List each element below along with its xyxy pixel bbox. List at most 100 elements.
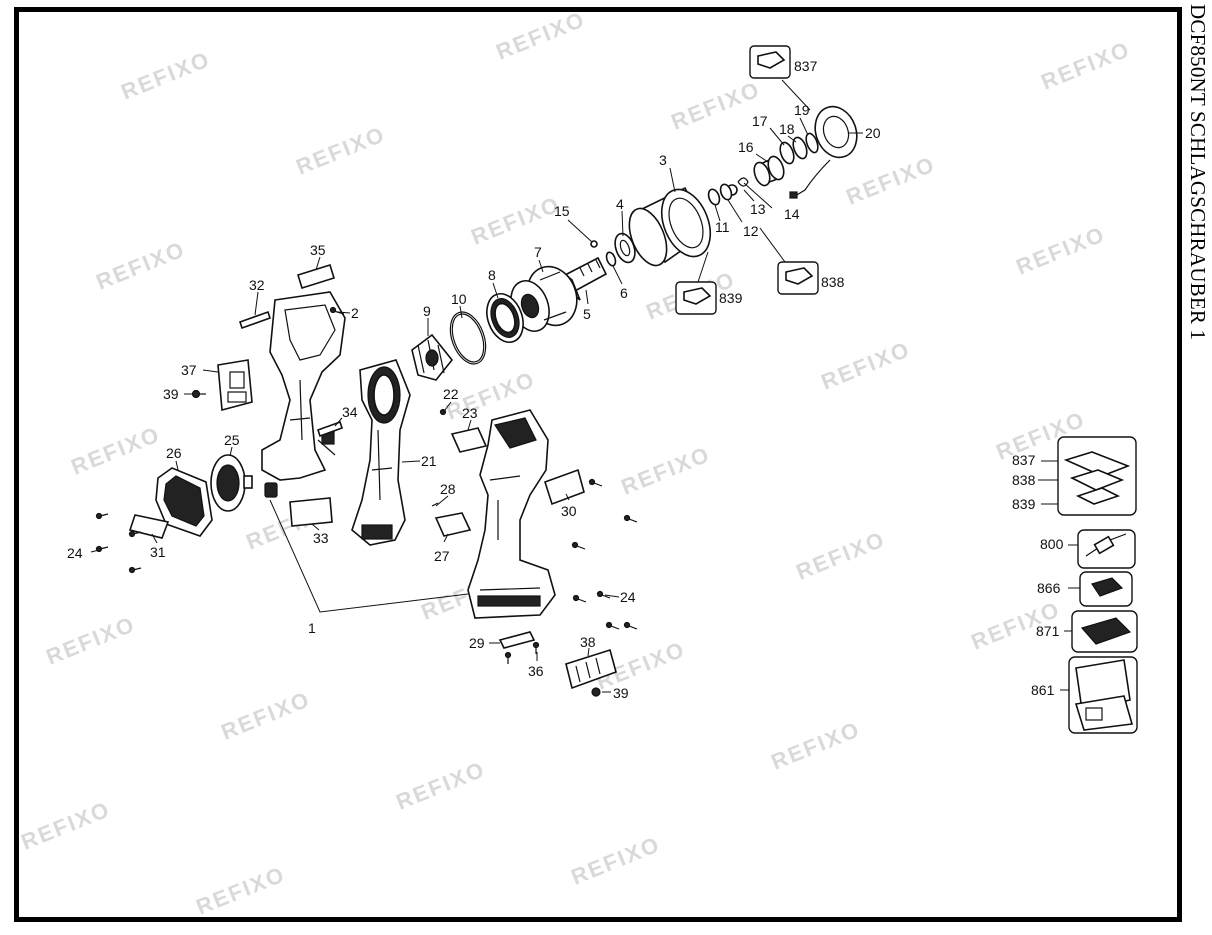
watermark: REFIXO: [843, 151, 939, 209]
label-35: 35: [310, 242, 326, 258]
watermark: REFIXO: [1038, 36, 1134, 94]
part-39-screw: [191, 389, 206, 399]
label-838-kit: 838: [1012, 472, 1036, 488]
watermark: REFIXO: [43, 611, 139, 669]
label-22: 22: [443, 386, 459, 402]
label-839: 839: [719, 290, 743, 306]
label-838: 838: [821, 274, 845, 290]
watermark: REFIXO: [568, 831, 664, 889]
label-25: 25: [224, 432, 240, 448]
part-4-washer: [614, 232, 636, 264]
accessory-866-box: [1068, 571, 1133, 607]
kit-837-box: [749, 45, 791, 79]
watermark: REFIXO: [18, 796, 114, 854]
label-34: 34: [342, 404, 358, 420]
label-20: 20: [865, 125, 881, 141]
label-837: 837: [794, 58, 818, 74]
part-32-strip: [238, 310, 272, 330]
part-6-ring: [605, 251, 617, 267]
label-13: 13: [750, 201, 766, 217]
part-37-belt-clip: [217, 359, 253, 412]
watermark: REFIXO: [293, 121, 389, 179]
part-11-washer: [707, 188, 721, 206]
part-15-ball: [590, 240, 598, 248]
part-27-board: [434, 512, 472, 537]
label-9: 9: [423, 303, 431, 319]
part-25-fan: [210, 454, 253, 512]
label-839-kit: 839: [1012, 496, 1036, 512]
label-26: 26: [166, 445, 182, 461]
label-23: 23: [462, 405, 478, 421]
leader-lines: [90, 79, 863, 693]
label-15: 15: [554, 203, 570, 219]
label-17: 17: [752, 113, 768, 129]
label-36: 36: [528, 663, 544, 679]
kit-839-box: [675, 281, 717, 315]
label-1: 1: [308, 620, 316, 636]
watermark: REFIXO: [468, 191, 564, 249]
label-6: 6: [620, 285, 628, 301]
label-21: 21: [421, 453, 437, 469]
part-28-spring: [431, 502, 439, 507]
watermarks: REFIXO REFIXO REFIXO REFIXO REFIXO REFIX…: [18, 6, 1134, 919]
screws-right: [504, 478, 638, 664]
kit-838-box: [777, 261, 819, 295]
accessory-861-box: [1060, 656, 1138, 734]
part-33-label: [289, 497, 333, 527]
screws-left: [95, 512, 142, 574]
label-800: 800: [1040, 536, 1064, 552]
accessory-kit-837-839: [1038, 436, 1137, 516]
part-35-label: [297, 263, 335, 290]
part-8-ring-gear: [486, 292, 524, 344]
label-38: 38: [580, 634, 596, 650]
part-9-motor-cap: [411, 333, 454, 381]
label-3: 3: [659, 152, 667, 168]
label-39-top: 39: [163, 386, 179, 402]
part-23-switch: [450, 427, 488, 453]
label-18: 18: [779, 121, 795, 137]
part-26-end-cap: [155, 467, 213, 537]
part-18-ring: [792, 136, 808, 160]
part-22-screw: [439, 408, 447, 416]
label-2: 2: [351, 305, 359, 321]
label-871: 871: [1036, 623, 1060, 639]
part-14-clip: [737, 177, 749, 187]
label-37: 37: [181, 362, 197, 378]
label-27: 27: [434, 548, 450, 564]
label-28: 28: [440, 481, 456, 497]
part-20-collar: [789, 105, 858, 199]
watermark: REFIXO: [193, 861, 289, 919]
label-32: 32: [249, 277, 265, 293]
part-10-oring: [449, 311, 487, 365]
part-7-hammer: [510, 265, 578, 332]
label-24-right: 24: [620, 589, 636, 605]
part-16-sleeve: [753, 155, 785, 187]
part-38-latch: [565, 648, 617, 690]
part-39-screw: [591, 687, 601, 697]
part-17-ring: [779, 141, 795, 165]
label-861: 861: [1031, 682, 1055, 698]
label-14: 14: [784, 206, 800, 222]
drawing-frame: [14, 7, 1182, 922]
label-39-bottom: 39: [613, 685, 629, 701]
part-19-ring: [805, 132, 819, 154]
label-866: 866: [1037, 580, 1061, 596]
watermark: REFIXO: [1013, 221, 1109, 279]
label-30: 30: [561, 503, 577, 519]
front-assembly: [411, 105, 858, 381]
label-29: 29: [469, 635, 485, 651]
watermark: REFIXO: [618, 441, 714, 499]
watermark: REFIXO: [93, 236, 189, 294]
part-labels: 20 19 18 17 16 13 14 3 11 12 4 15 6 5 7 …: [67, 58, 1064, 701]
watermark: REFIXO: [818, 336, 914, 394]
watermark: REFIXO: [768, 716, 864, 774]
label-11: 11: [715, 219, 730, 235]
part-29-bracket: [498, 631, 536, 649]
label-7: 7: [534, 244, 542, 260]
housing-left-shell: [261, 291, 346, 498]
label-10: 10: [451, 291, 467, 307]
watermark: REFIXO: [493, 6, 589, 64]
watermark: REFIXO: [793, 526, 889, 584]
part-31-pad: [128, 514, 170, 539]
